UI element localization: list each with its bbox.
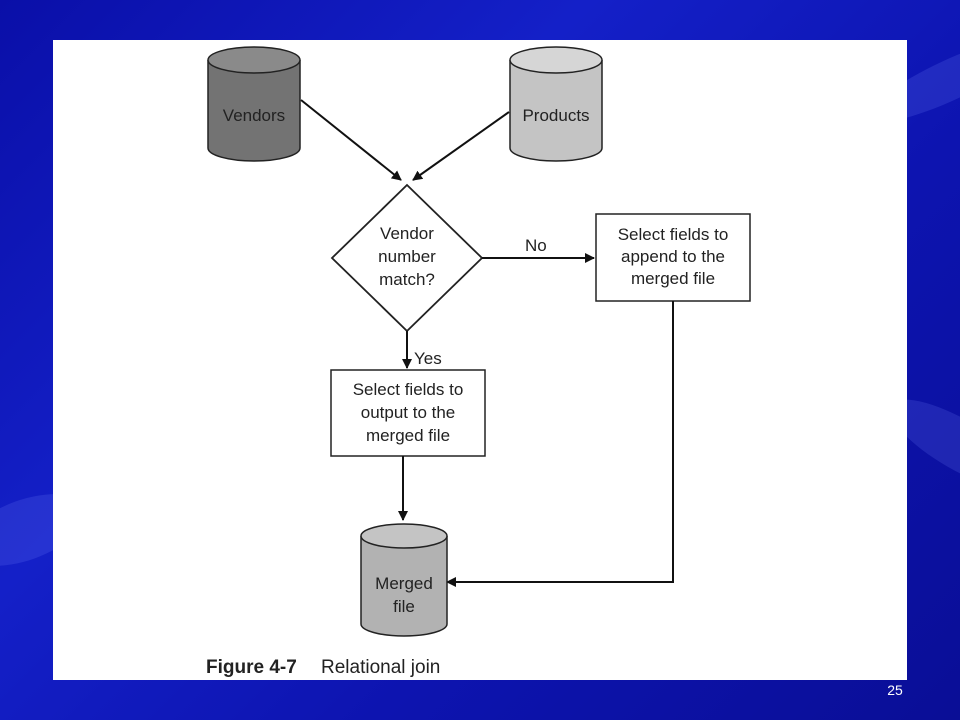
- slide-figure: Vendors Products Vendor number match? No…: [53, 40, 907, 680]
- products-label: Products: [522, 106, 589, 125]
- vendors-datastore: Vendors: [207, 46, 301, 162]
- slide-page-number: 25: [887, 682, 903, 698]
- arrow-append-to-merged: [446, 301, 674, 587]
- merged-file-datastore: Merged file: [360, 523, 448, 637]
- merged-label-line2: file: [393, 597, 415, 616]
- output-label-line3: merged file: [366, 426, 450, 445]
- figure-title: Relational join: [321, 657, 440, 678]
- output-label-line1: Select fields to: [353, 380, 464, 399]
- append-label-line1: Select fields to: [618, 225, 729, 244]
- output-label-line2: output to the: [361, 403, 456, 422]
- append-label-line2: append to the: [621, 247, 725, 266]
- vendor-match-decision: Vendor number match?: [330, 183, 484, 333]
- relational-join-diagram: Vendors Products Vendor number match? No…: [206, 46, 751, 678]
- merged-label-line1: Merged: [375, 574, 433, 593]
- edge-label-no: No: [525, 236, 547, 255]
- products-datastore: Products: [509, 46, 603, 162]
- append-label-line3: merged file: [631, 269, 715, 288]
- arrow-products-to-decision: [412, 111, 510, 181]
- append-fields-box: Select fields to append to the merged fi…: [595, 213, 751, 302]
- vendors-label: Vendors: [223, 106, 285, 125]
- decision-label-line3: match?: [379, 270, 435, 289]
- decision-label-line2: number: [378, 247, 436, 266]
- figure-number: Figure 4-7: [206, 657, 297, 678]
- edge-label-yes: Yes: [414, 349, 442, 368]
- output-fields-box: Select fields to output to the merged fi…: [330, 369, 486, 457]
- decision-label-line1: Vendor: [380, 224, 434, 243]
- arrow-vendors-to-decision: [300, 99, 402, 181]
